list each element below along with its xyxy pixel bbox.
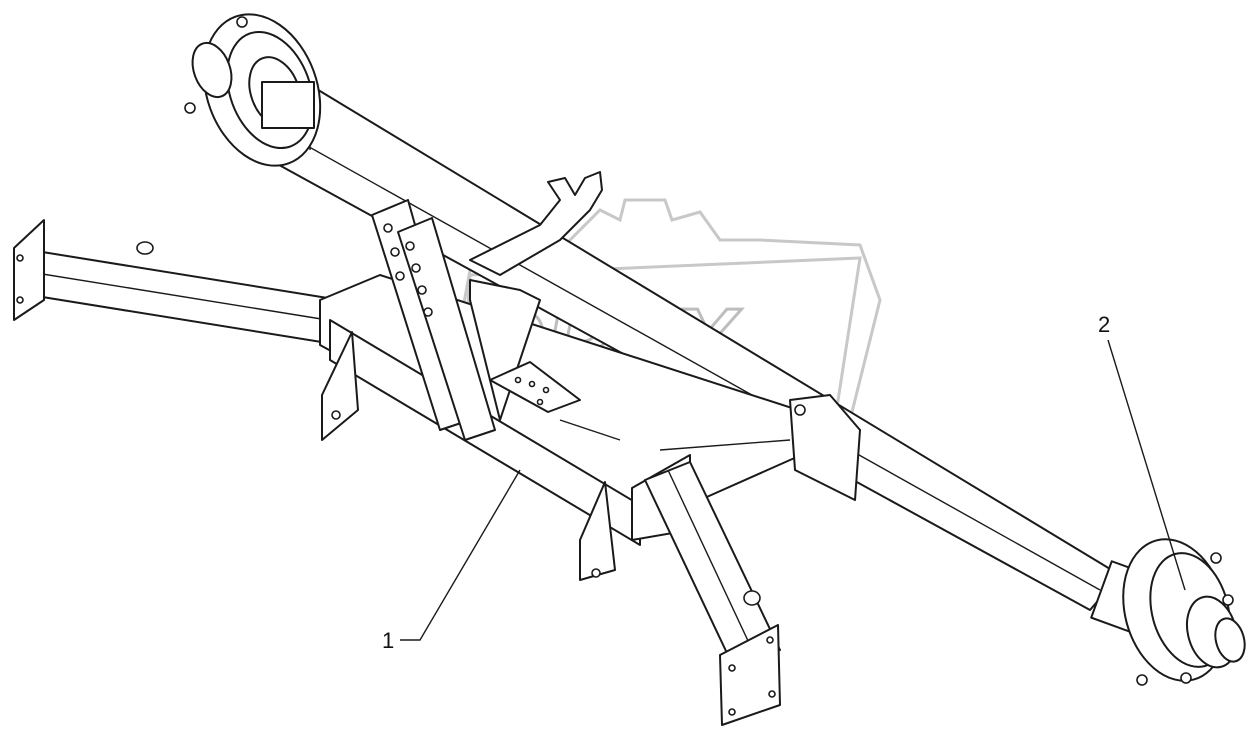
front-leg (644, 461, 781, 726)
callout-1: 1 (382, 469, 521, 653)
right-axle-clamp (659, 394, 861, 501)
left-gusset (321, 331, 359, 441)
right-wheel-hub (1090, 538, 1246, 686)
hitch-hook-bracket (469, 171, 603, 421)
callout-1-label: 1 (382, 628, 394, 653)
callout-2: 2 (1098, 312, 1186, 591)
left-frame-arm (13, 219, 341, 346)
callout-2-label: 2 (1098, 312, 1110, 337)
center-mount-plate (489, 361, 581, 413)
adjustment-brackets (371, 199, 496, 441)
left-wheel-hub (184, 13, 322, 167)
